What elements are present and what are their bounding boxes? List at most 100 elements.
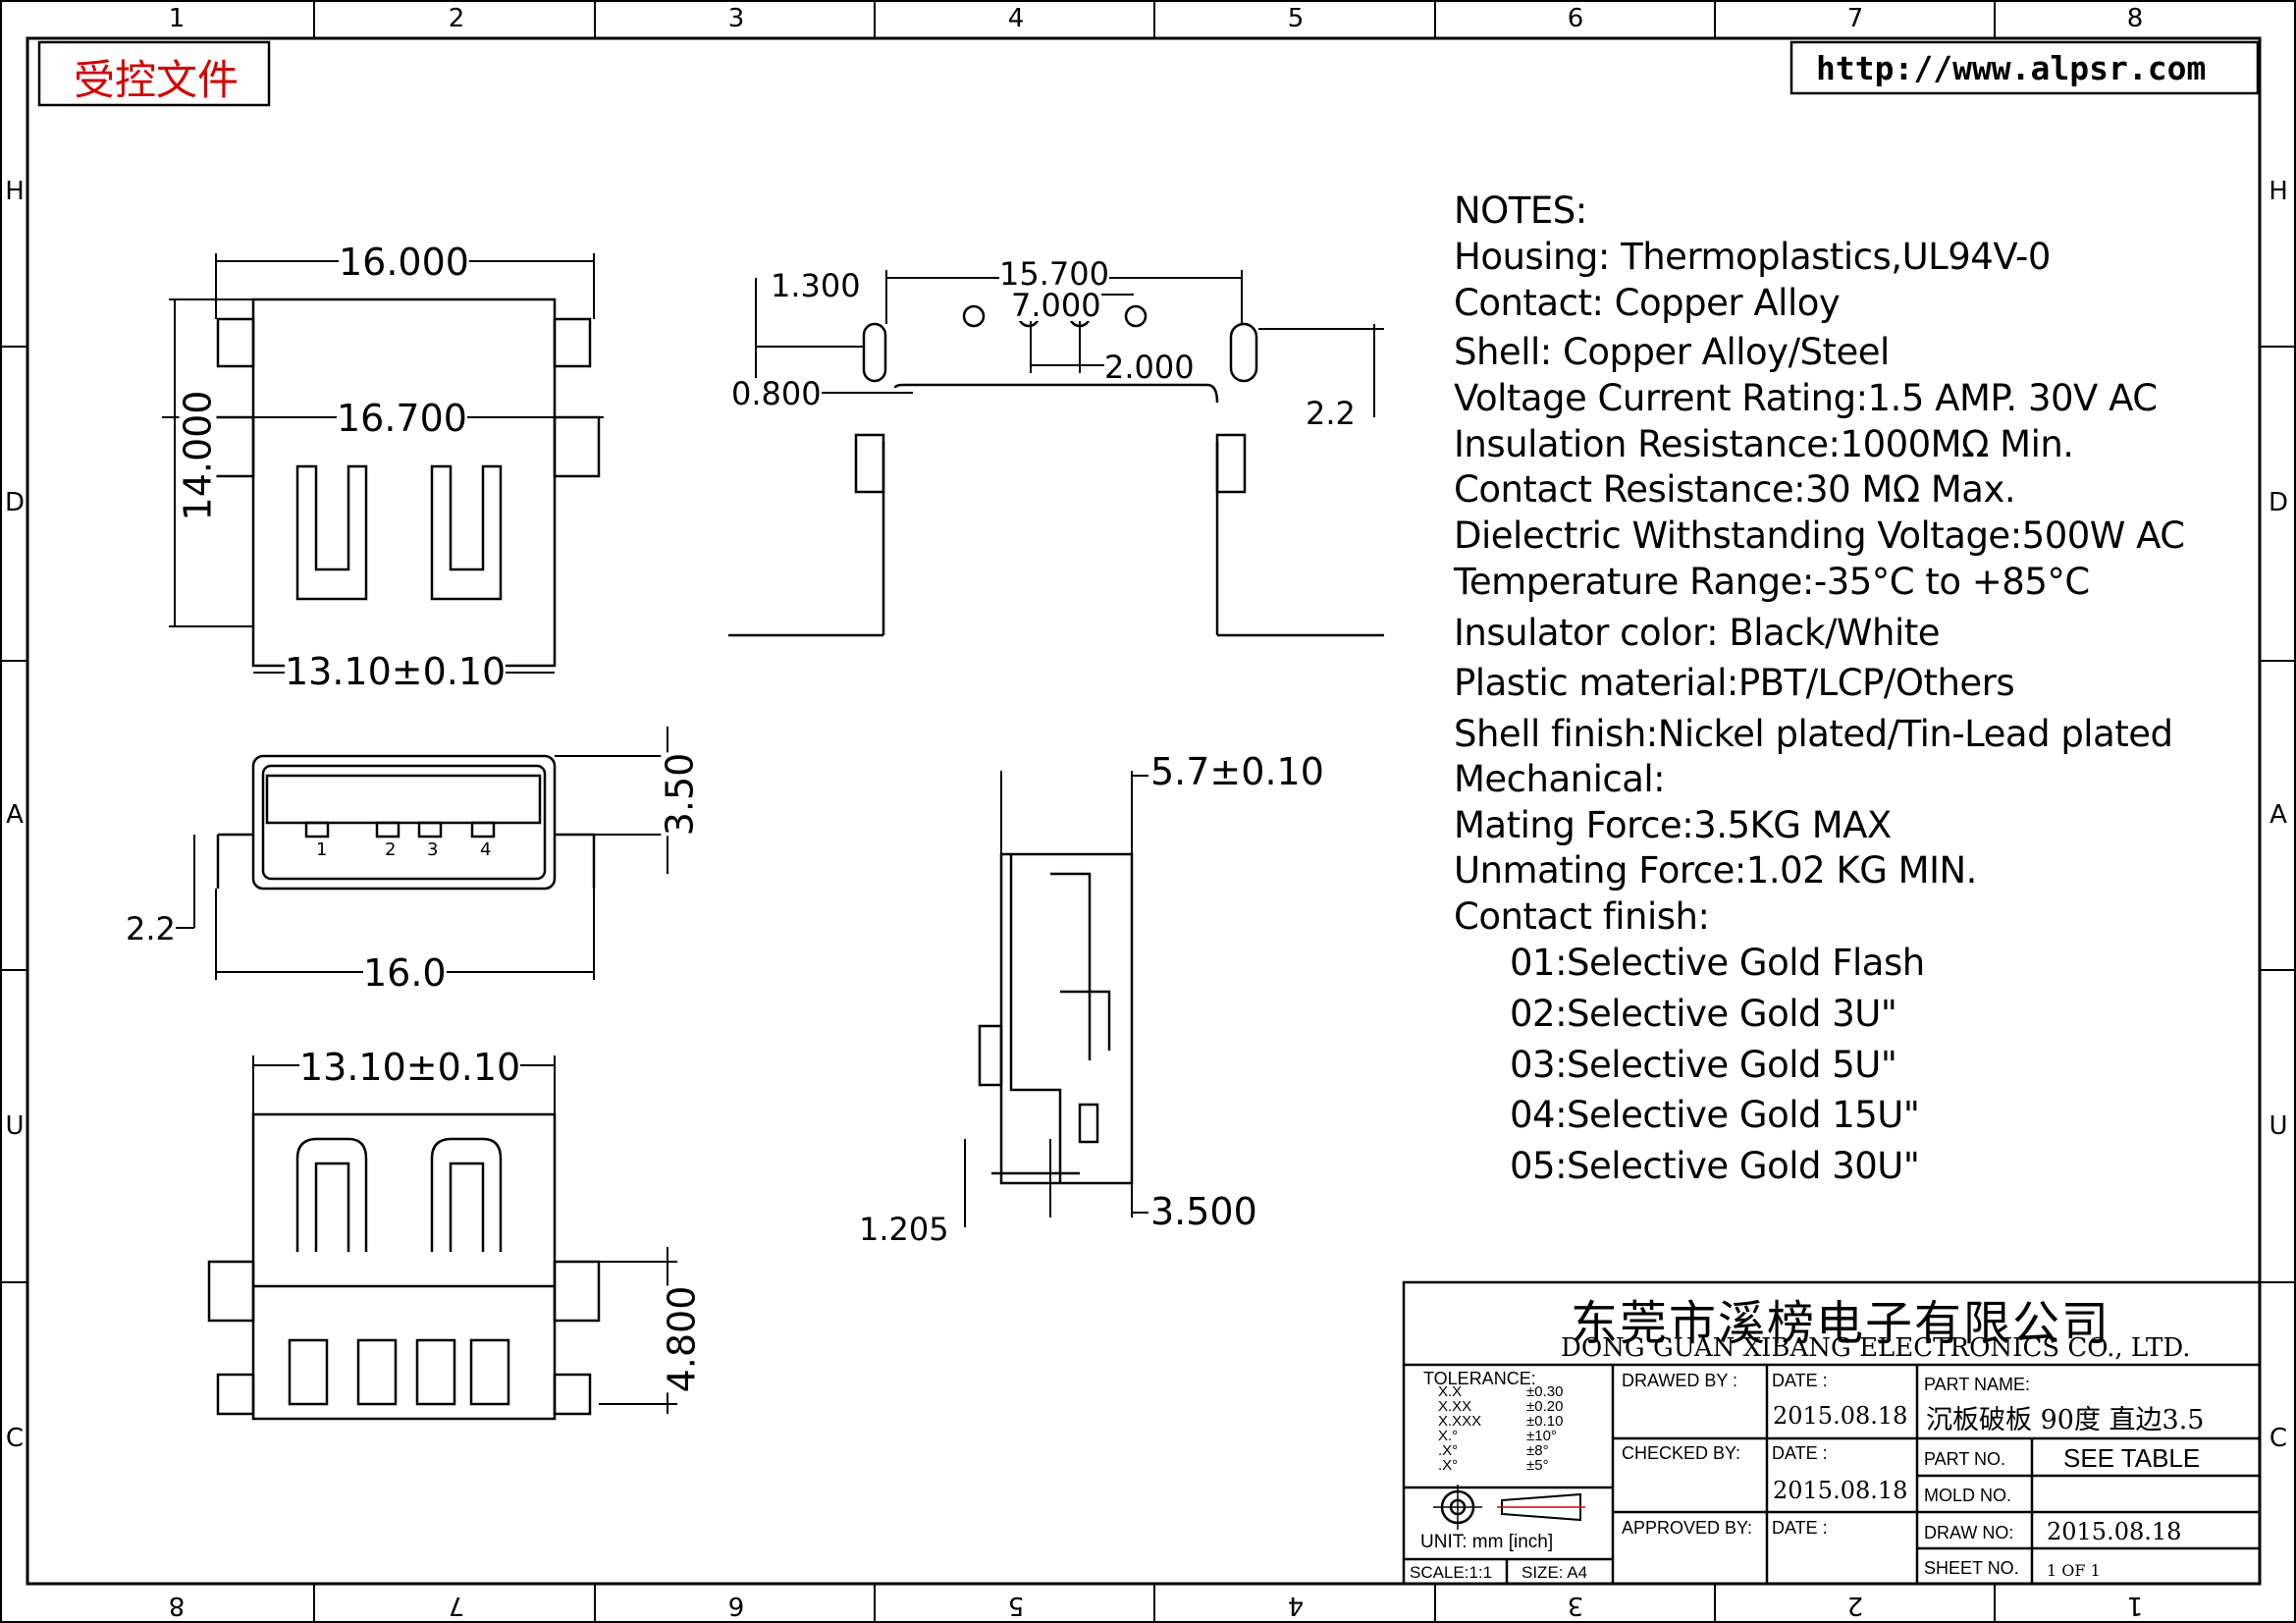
unit-label: UNIT: mm [inch] [1420,1532,1554,1552]
controlled-document-stamp: 受控文件 [74,56,240,104]
zone-top-6: 6 [1567,4,1584,33]
stamp-box [37,40,271,107]
dim-front-height: 3.50 [658,752,702,837]
zone-bottom-2: 2 [1846,1591,1864,1620]
dim-pcb-hole: 1.300 [771,267,861,304]
mold-no-label: MOLD NO. [1924,1486,2012,1505]
zone-bottom-3: 3 [1567,1591,1584,1620]
inner-frame [26,36,2262,1586]
size-label: SIZE: A4 [1522,1563,1588,1582]
finish-option: 04:Selective Gold 15U" [1510,1094,1920,1136]
dim-side-width: 5.7±0.10 [1150,750,1324,793]
note-line: Contact Resistance:30 MΩ Max. [1454,468,2016,511]
note-line: Insulator color: Black/White [1454,612,1941,654]
part-no-label: PART NO. [1924,1449,2006,1469]
dim-side-depth: 3.500 [1150,1190,1257,1233]
dim-front-width: 16.0 [363,951,447,995]
draw-no: 2015.08.18 [2047,1518,2182,1545]
zone-top-5: 5 [1287,4,1305,33]
note-line: Housing: Thermoplastics,UL94V-0 [1454,236,2051,278]
note-line: Shell: Copper Alloy/Steel [1454,331,1890,373]
part-name-label: PART NAME: [1924,1375,2031,1394]
zone-left-h: H [5,177,25,206]
note-line: Mating Force:3.5KG MAX [1454,804,1892,846]
pcb-layout [728,270,1384,637]
zone-bottom-5: 5 [1007,1591,1025,1620]
dim-front-offset: 2.2 [126,910,176,947]
zone-bottom-6: 6 [727,1591,745,1620]
tolerance-label: TOLERANCE: [1423,1369,1536,1388]
dim-side-offset: 1.205 [859,1211,949,1248]
dim-pcb-offset: 2.2 [1306,395,1356,432]
zone-left-d: D [4,488,26,517]
pin-1-label: 1 [316,839,328,860]
drawn-by-label: DRAWED BY : [1622,1371,1738,1390]
zone-left-a: A [6,800,24,830]
zone-bottom-1: 1 [2126,1591,2144,1620]
notes-heading: NOTES: [1454,189,1587,232]
drawn-date-label: DATE : [1772,1371,1828,1390]
sheet-no-label: SHEET NO. [1924,1558,2019,1578]
zone-bottom-7: 7 [448,1591,465,1620]
finish-option: 02:Selective Gold 3U" [1510,993,1897,1035]
part-no: SEE TABLE [2063,1443,2201,1473]
finish-option: 05:Selective Gold 30U" [1510,1145,1920,1187]
tolerance-values: ±0.30±0.20±0.10±10°±8°±5° [1526,1383,1564,1474]
note-line: Unmating Force:1.02 KG MIN. [1454,849,1977,892]
checked-by-label: CHECKED BY: [1622,1443,1741,1463]
zone-left-u: U [5,1111,25,1141]
zone-top-2: 2 [448,4,465,33]
side-view [964,771,1148,1227]
zone-top-7: 7 [1846,4,1864,33]
pin-4-label: 4 [480,839,492,860]
checked-date-label: DATE : [1772,1443,1828,1463]
drawn-date: 2015.08.18 [1773,1402,1908,1430]
website-url[interactable]: http://www.alpsr.com [1816,49,2207,87]
note-line: Dielectric Withstanding Voltage:500W AC [1454,514,2185,557]
note-line: Insulation Resistance:1000MΩ Min. [1454,423,2074,465]
draw-no-label: DRAW NO: [1924,1523,2014,1542]
approved-date-label: DATE : [1772,1518,1828,1538]
scale-label: SCALE:1:1 [1410,1563,1493,1582]
zone-right-c: C [2269,1424,2288,1453]
note-line: Contact finish: [1454,895,1710,938]
zone-left-c: C [5,1424,25,1453]
url-box [1789,40,2260,95]
dim-pcb-spacing: 7.000 [1011,287,1101,324]
dim-pcb-slot: 0.800 [731,375,822,412]
finish-option: 03:Selective Gold 5U" [1510,1044,1897,1086]
pin-3-label: 3 [427,839,439,860]
note-line: Plastic material:PBT/LCP/Others [1454,662,2015,704]
company-name-en: DONG GUAN XIBANG ELECTRONICS CO., LTD. [1561,1333,2191,1363]
zone-right-a: A [2269,800,2287,830]
zone-right-d: D [2268,488,2289,517]
dim-bottom-view-top: 13.10±0.10 [299,1046,521,1089]
zone-top-8: 8 [2126,4,2144,33]
dim-pcb-pitch: 2.000 [1104,349,1195,386]
note-line: Mechanical: [1454,758,1666,800]
zone-right-h: H [2269,177,2288,206]
finish-option: 01:Selective Gold Flash [1510,942,1925,984]
dim-top-view-width: 16.000 [339,241,469,284]
approved-by-label: APPROVED BY: [1622,1518,1753,1538]
zone-top-4: 4 [1007,4,1025,33]
dim-pcb-overall: 15.700 [999,255,1109,293]
dim-bottom-view-side: 4.800 [660,1285,704,1393]
front-view [147,727,677,980]
part-name: 沉板破板 90度 直边3.5 [1926,1405,2205,1435]
zone-right-u: U [2269,1111,2288,1141]
note-line: Contact: Copper Alloy [1454,282,1841,324]
sheet-no: 1 OF 1 [2047,1561,2101,1580]
checked-date: 2015.08.18 [1773,1477,1908,1504]
dim-top-view-bottom: 13.10±0.10 [285,650,507,693]
title-block-lines [1402,1280,2262,1586]
zone-top-1: 1 [168,4,186,33]
zone-bottom-4: 4 [1287,1591,1305,1620]
top-view [162,253,604,674]
dim-top-view-height: 14.000 [176,390,220,521]
note-line: Shell finish:Nickel plated/Tin-Lead plat… [1454,713,2173,755]
bottom-view [207,1055,677,1421]
